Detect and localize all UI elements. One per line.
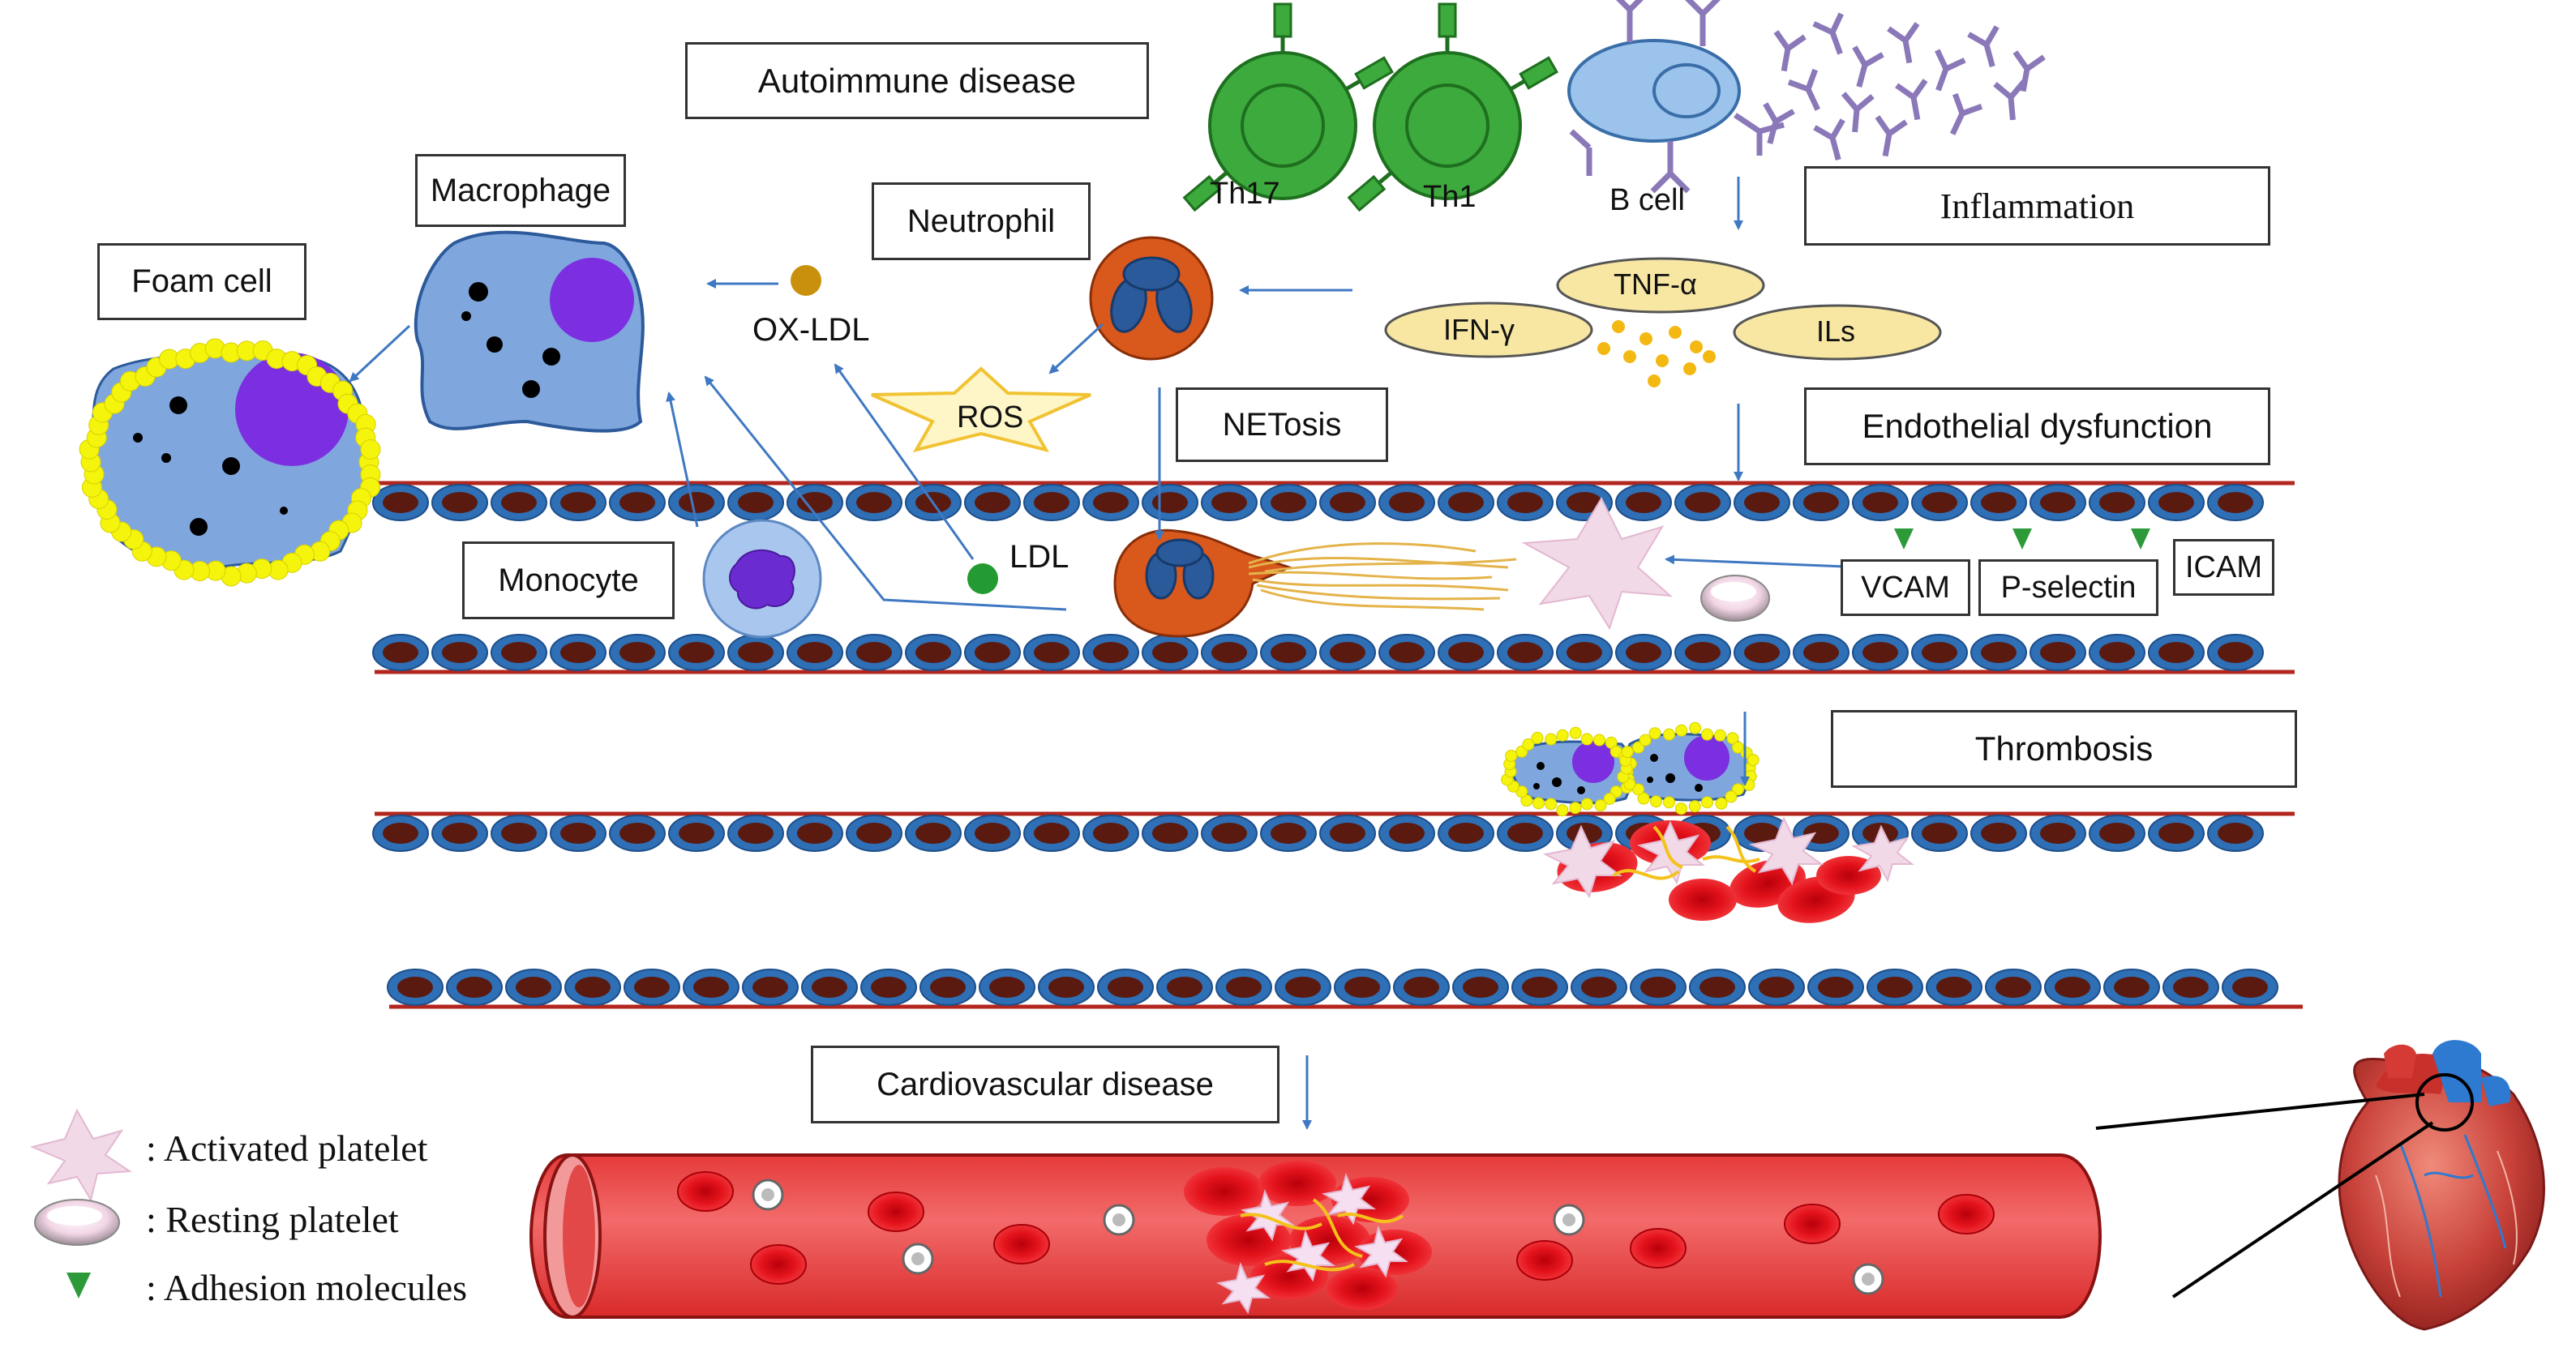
activated-platelet-vessel (1521, 496, 1673, 631)
vessel-walls (372, 481, 2303, 1009)
foam-thrombus-lipid-border (1501, 721, 1759, 817)
legend-resting-platelet-icon (34, 1199, 120, 1246)
tube-red-blood-cells (677, 1171, 1995, 1285)
neutrophil-box: Neutrophil (872, 182, 1091, 260)
legend-adhesion-molecule-icon (66, 1273, 91, 1299)
b-cell-label: B cell (1609, 183, 1685, 217)
inflammation-box: Inflammation (1804, 166, 2270, 246)
heart-illustration (2338, 1040, 2545, 1331)
zoom-line-top (2095, 1093, 2425, 1130)
legend-adhesion-molecules: : Adhesion molecules (146, 1267, 468, 1308)
ros-label: ROS (957, 400, 1024, 434)
endothelial-row-2 (372, 634, 2295, 674)
arrow-monocyte-to-macrophage (666, 391, 699, 528)
ox-ldl-label: OX-LDL (752, 312, 870, 348)
cytokine-tnf (1556, 257, 1765, 314)
tube-resting-platelets (752, 1179, 1884, 1295)
ros-star (871, 366, 1091, 453)
foam-cell-thrombus-1 (1511, 740, 1634, 805)
arrow-net-to-macrophage (704, 375, 1067, 611)
netosis-box: NETosis (1176, 387, 1388, 462)
ox-ldl-particle (791, 265, 821, 296)
cytokine-ils (1733, 304, 1942, 361)
zoom-line-bottom (2171, 1121, 2434, 1299)
ils-label: ILs (1816, 314, 1856, 348)
cardiovascular-disease-box: Cardiovascular disease (811, 1046, 1279, 1123)
ldl-label: LDL (1009, 539, 1069, 575)
vcam-box: VCAM (1841, 559, 1970, 616)
arrow-neutrophil-to-ros (1048, 323, 1104, 374)
foam-cell-thrombus-2 (1624, 733, 1751, 802)
flow-arrows (349, 177, 1866, 1130)
icam-box: ICAM (2173, 539, 2274, 596)
tube-clot (1184, 1161, 1432, 1315)
legend-activated-platelet: : Activated platelet (146, 1127, 428, 1169)
antibody-cluster (1763, 12, 2046, 160)
foam-cell-lipid-border (79, 338, 381, 587)
cytokine-dots (1597, 320, 1716, 387)
autoimmune-disease-box: Autoimmune disease (685, 42, 1149, 119)
arrow-ldl-to-oxldl (834, 363, 975, 560)
ldl-particle (967, 563, 998, 594)
p-selectin-box: P-selectin (1978, 559, 2158, 616)
netosis-neutrophil (1113, 528, 1293, 638)
ifn-label: IFN-γ (1443, 313, 1515, 346)
adhesion-molecules (1894, 528, 2150, 550)
legend-activated-platelet-icon (29, 1108, 132, 1202)
b-cell (1567, 0, 1785, 194)
neutrophil-cell (1089, 236, 1214, 361)
endothelial-row-1 (372, 481, 2295, 521)
endothelial-dysfunction-box: Endothelial dysfunction (1804, 387, 2270, 465)
monocyte-cell (702, 519, 822, 639)
th1-cell (1347, 2, 1558, 212)
monocyte-box: Monocyte (462, 541, 675, 619)
th1-label: Th1 (1423, 180, 1477, 214)
arrow-macrophage-to-foam (349, 324, 411, 383)
resting-platelet-vessel (1700, 575, 1770, 622)
th17-label: Th17 (1210, 177, 1280, 211)
net-fibers (1248, 542, 1517, 611)
macrophage-box: Macrophage (415, 154, 626, 227)
arrow-adhesion-to-platelet (1665, 554, 1866, 569)
macrophage-cell (414, 230, 645, 433)
cytokine-ifn (1384, 302, 1593, 358)
legend-resting-platelet: : Resting platelet (146, 1199, 399, 1240)
foam-cell-box: Foam cell (97, 243, 306, 320)
tnf-label: TNF-α (1614, 267, 1697, 301)
thrombus-clot (1542, 816, 1914, 923)
endothelial-row-3 (372, 811, 2295, 852)
endothelial-row-4 (387, 969, 2303, 1009)
thrombosis-box: Thrombosis (1831, 710, 2297, 788)
th17-cell (1182, 2, 1394, 212)
